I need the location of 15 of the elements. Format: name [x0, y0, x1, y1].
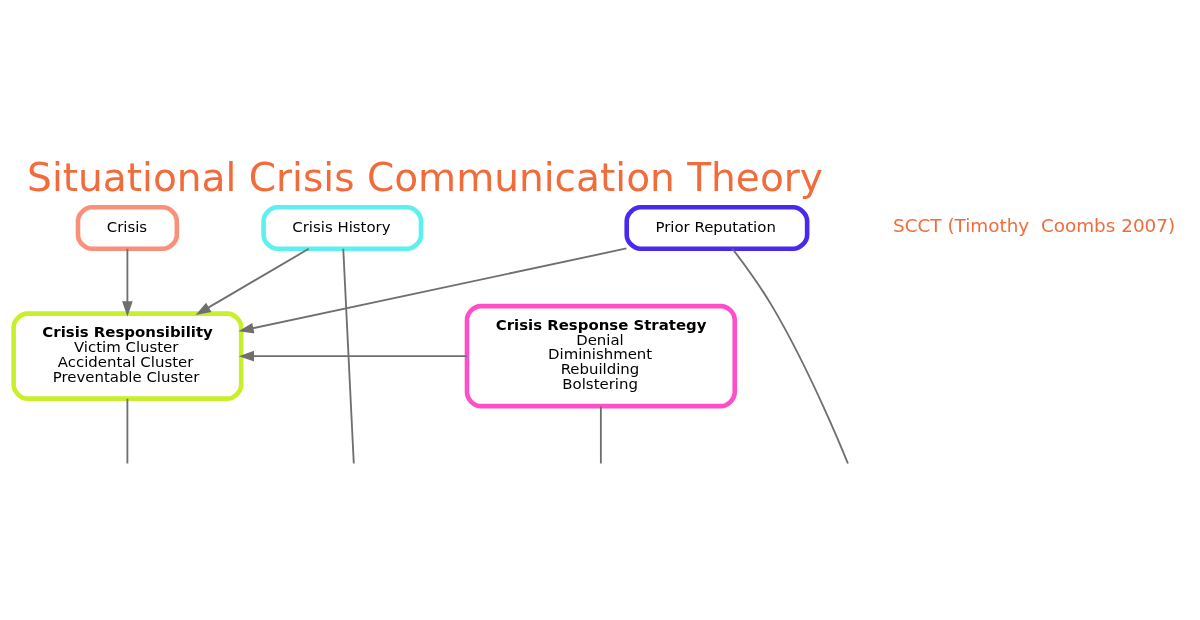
- node-box: Crisis: [75, 205, 180, 251]
- node-box: Crisis Responsibility Victim Cluster Accidental Cluster Preventable Cluster: [11, 311, 244, 401]
- connector: [126, 397, 129, 465]
- arrow: [195, 247, 310, 315]
- diagram-title: Situational Crisis Communication Theory: [27, 155, 823, 201]
- arrow: [238, 247, 628, 334]
- arrow: [238, 350, 468, 362]
- connector: [731, 247, 849, 465]
- connector: [599, 405, 602, 465]
- label: SCCT (Timothy Coombs 2007): [893, 215, 1176, 237]
- node-box: Crisis History: [261, 205, 424, 251]
- arrow: [122, 247, 133, 317]
- node-box: Prior Reputation: [624, 205, 810, 251]
- connector: [342, 247, 355, 465]
- node-box: Crisis Response Strategy Denial Diminishment Rebuilding Bolstering: [464, 303, 738, 409]
